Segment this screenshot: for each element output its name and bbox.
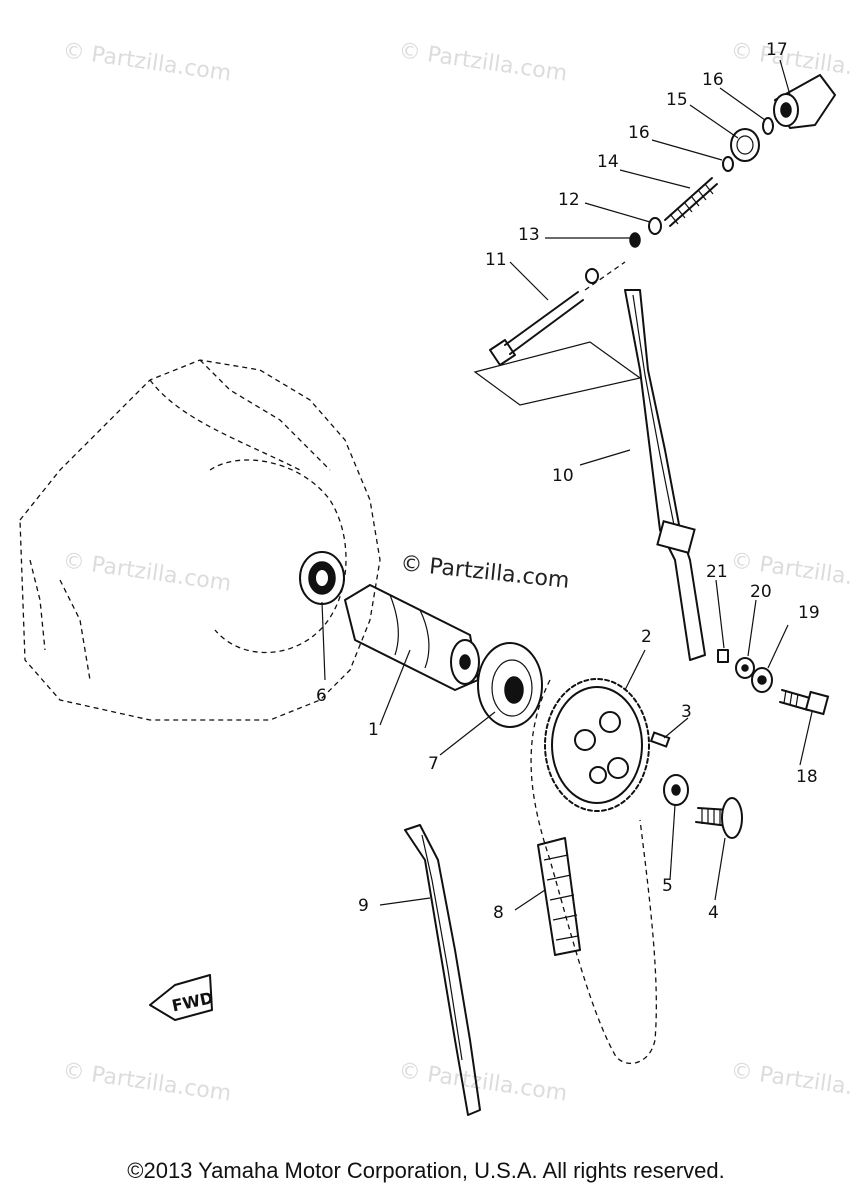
callout-11: 11 [485,250,507,270]
part-4-bolt [695,797,743,839]
callout-21: 21 [706,562,728,582]
part-14-spring [664,177,718,227]
callout-4: 4 [708,903,719,923]
callout-18: 18 [796,767,818,787]
copyright-notice: ©2013 Yamaha Motor Corporation, U.S.A. A… [127,1158,725,1183]
part-20-washer [735,657,755,679]
part-13-spacer [629,232,641,248]
part-15-bearing [730,128,760,162]
callout-8: 8 [493,903,504,923]
callout-6: 6 [316,686,327,706]
callout-10: 10 [552,466,574,486]
callout-12: 12 [558,190,580,210]
part-6-bearing [299,551,345,605]
callout-2: 2 [641,627,652,647]
part-17-cap [773,74,836,129]
callout-5: 5 [662,876,673,896]
callout-13: 13 [518,225,540,245]
callout-17: 17 [766,40,788,60]
part-8-cam-chain [530,679,657,1064]
part-2-sprocket [544,678,650,812]
part-18-bolt [779,689,830,716]
part-9-chain-guide [404,824,481,1116]
part-16-oring [722,156,734,172]
callout-1: 1 [368,720,379,740]
part-13-ring [585,268,599,284]
fwd-arrow-icon: FWD [149,974,215,1021]
part-16-oring [762,117,774,135]
part-1-camshaft [344,584,480,691]
part-3-pin [649,731,671,748]
callout-16: 16 [702,70,724,90]
part-5-washer [663,774,689,806]
part-10-guide [624,289,706,661]
cylinder-head-outline [19,359,381,721]
callout-19: 19 [798,603,820,623]
callout-9: 9 [358,896,369,916]
part-21-dowel [717,649,729,663]
callout-15: 15 [666,90,688,110]
leader-lines [321,59,813,911]
callout-7: 7 [428,754,439,774]
callout-3: 3 [681,702,692,722]
callout-16: 16 [628,123,650,143]
part-19-nut [751,667,773,693]
part-11-bolt [489,291,584,366]
assembly-line [584,261,626,291]
callout-14: 14 [597,152,619,172]
callout-20: 20 [750,582,772,602]
assembly-bracket [473,341,642,406]
part-7-bearing [477,642,543,728]
part-12-washer [648,217,662,235]
